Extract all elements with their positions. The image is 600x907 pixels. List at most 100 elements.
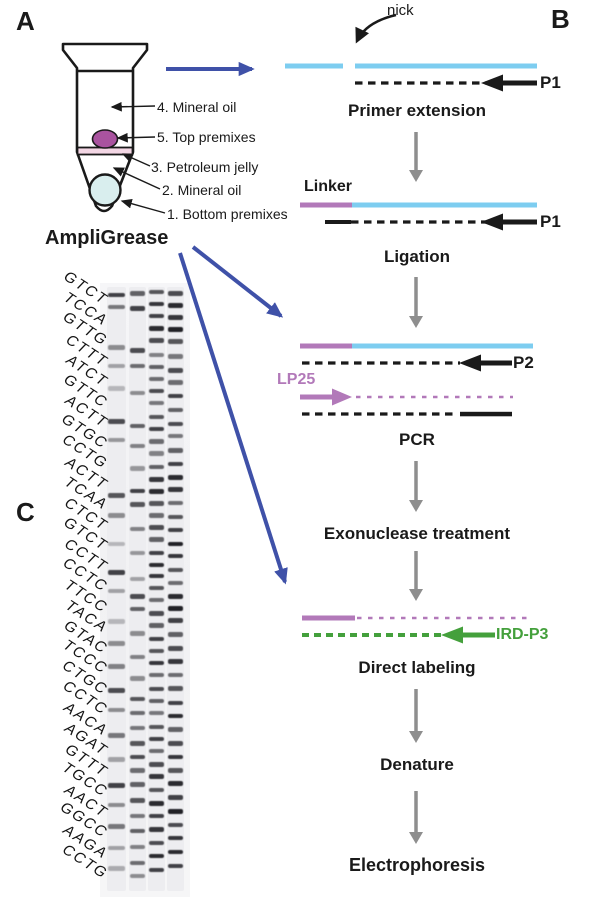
gel-band xyxy=(168,606,183,611)
gel-band xyxy=(149,414,164,420)
gel-band xyxy=(149,364,164,370)
gel-band xyxy=(168,303,183,308)
gel-band xyxy=(149,338,164,343)
gel-band xyxy=(168,795,183,800)
gel-band xyxy=(149,648,164,654)
gel-band xyxy=(149,853,164,859)
gel-band xyxy=(149,426,164,432)
gel-band xyxy=(130,725,145,731)
gel-band xyxy=(149,513,164,518)
gel-band xyxy=(130,550,145,556)
step-ligation: Ligation xyxy=(383,247,451,266)
gel-band xyxy=(108,688,125,693)
gel-band xyxy=(168,368,183,373)
gel-band xyxy=(168,291,183,296)
gel-band xyxy=(168,380,183,385)
nick-label: nick xyxy=(387,2,414,19)
gel-band xyxy=(149,537,164,542)
gel-band xyxy=(149,867,164,873)
gel-band xyxy=(130,813,145,818)
panel-label-a: A xyxy=(16,6,35,36)
gel-band xyxy=(168,700,183,706)
gel-band xyxy=(149,813,164,818)
gel-band xyxy=(168,514,183,520)
step-primer-extension: Primer extension xyxy=(348,101,486,120)
gel-lane xyxy=(148,287,165,891)
gel-band xyxy=(149,710,164,716)
gel-band xyxy=(168,541,183,547)
gel-band xyxy=(149,501,164,506)
step-pcr: PCR xyxy=(399,430,435,449)
p2-label: P2 xyxy=(513,353,534,372)
gel-band xyxy=(149,451,164,456)
gel-band xyxy=(168,315,183,320)
gel-band xyxy=(130,754,145,760)
gel-band xyxy=(130,631,145,636)
gel-band xyxy=(149,686,164,692)
gel-band xyxy=(108,866,125,871)
gel-band xyxy=(149,827,164,832)
gel-band xyxy=(108,541,125,547)
gel-band xyxy=(168,339,183,344)
gel-band xyxy=(108,824,125,829)
gel-band xyxy=(130,768,145,773)
gel-band xyxy=(108,570,125,575)
gel-band xyxy=(149,289,164,295)
gel-band xyxy=(168,567,183,573)
gel-band xyxy=(168,487,183,492)
gel-band xyxy=(149,636,164,642)
gel-band xyxy=(168,553,183,559)
gel-band xyxy=(168,741,183,746)
panel-label-b: B xyxy=(551,4,570,34)
gel-band xyxy=(168,835,183,841)
gel-band xyxy=(149,597,164,603)
gel-band xyxy=(168,407,183,413)
gel-band xyxy=(149,550,164,556)
gel-band xyxy=(130,710,145,716)
gel-band xyxy=(130,828,145,834)
gel-band xyxy=(149,787,164,793)
gel-band xyxy=(149,439,164,444)
gel-band xyxy=(149,762,164,767)
gel-band xyxy=(108,419,125,424)
gel-band xyxy=(130,676,145,681)
panel-label-c: C xyxy=(16,497,35,527)
gel-band xyxy=(130,696,145,702)
gel-band xyxy=(168,809,183,814)
gel-band xyxy=(168,863,183,869)
gel-band xyxy=(168,448,183,453)
gel-band xyxy=(149,326,164,331)
gel-band xyxy=(130,741,145,746)
ampligrease-caption: AmpliGrease xyxy=(45,227,169,249)
tube-label-5: 5. Top premixes xyxy=(157,129,256,145)
gel-band xyxy=(108,588,125,594)
gel-band xyxy=(149,573,164,579)
gel-band xyxy=(168,754,183,760)
gel-band xyxy=(130,363,145,369)
gel-band xyxy=(168,527,183,533)
gel-band xyxy=(168,672,183,678)
gel-band xyxy=(108,493,125,498)
gel-band xyxy=(108,304,125,310)
gel-band xyxy=(168,594,183,599)
gel-band xyxy=(168,433,183,439)
gel-band xyxy=(149,698,164,704)
gel-band xyxy=(149,525,164,530)
gel-band xyxy=(168,421,183,426)
gel-band xyxy=(168,500,183,506)
tube-label-1: 1. Bottom premixes xyxy=(167,206,288,222)
gel-band xyxy=(168,781,183,786)
gel-band xyxy=(130,873,145,879)
gel-lane xyxy=(129,287,146,891)
gel-band xyxy=(130,654,145,660)
gel-band xyxy=(130,576,145,582)
gel-band xyxy=(149,660,164,666)
gel-band xyxy=(168,327,183,332)
gel-band xyxy=(108,733,125,738)
step-denature: Denature xyxy=(380,755,454,774)
ird-p3-label: IRD-P3 xyxy=(496,626,549,643)
gel-band xyxy=(108,664,125,669)
gel-band xyxy=(168,822,183,828)
gel-band xyxy=(168,580,183,586)
